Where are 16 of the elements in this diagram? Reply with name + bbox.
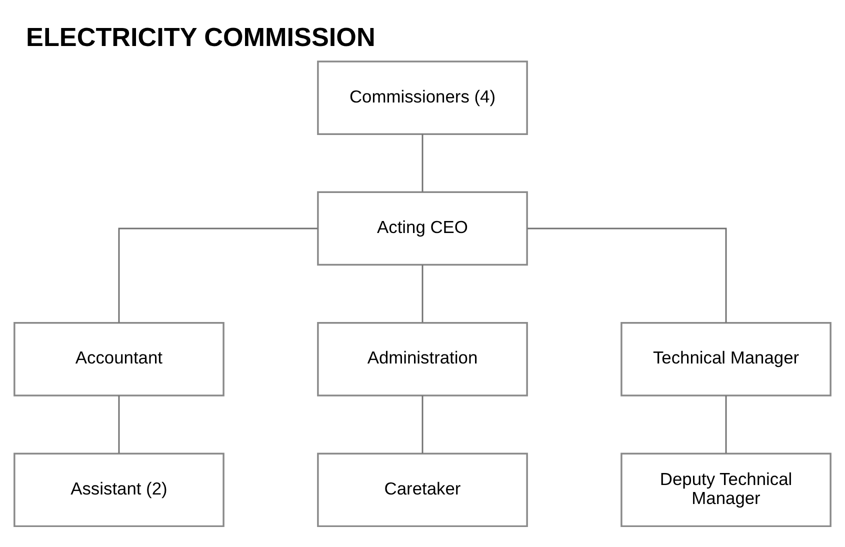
connector [422,264,424,323]
connector [118,228,318,323]
diagram-title: ELECTRICITY COMMISSION [26,22,376,52]
node-box: Technical Manager [620,322,832,396]
connector [725,396,727,454]
connector [527,228,727,323]
node-box: Assistant (2) [14,452,224,528]
node-box: Accountant [14,322,224,396]
node-box: Caretaker [317,452,528,528]
node-box: Deputy Technical Manager [620,452,832,528]
connector [118,396,120,454]
connector [422,396,424,454]
node-box: Commissioners (4) [317,60,528,135]
node-box: Acting CEO [317,191,528,266]
node-box: Administration [317,322,528,396]
connector [422,134,424,192]
